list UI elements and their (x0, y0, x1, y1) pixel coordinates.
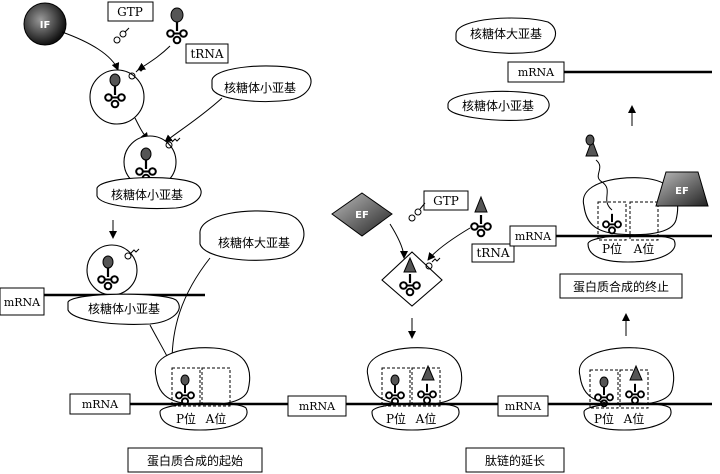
gtp-box-1: GTP (107, 1, 154, 22)
svg-text:核糖体小亚基: 核糖体小亚基 (462, 98, 534, 113)
arrow-ef-to-complex (389, 223, 408, 259)
svg-text:EF: EF (675, 186, 689, 197)
svg-text:核糖体大亚基: 核糖体大亚基 (218, 235, 290, 250)
arrow-trna-to-complex (137, 45, 171, 71)
svg-text:核糖体小亚基: 核糖体小亚基 (88, 301, 160, 316)
svg-text:核糖体大亚基: 核糖体大亚基 (470, 26, 542, 41)
p-site-label-3: P位 (594, 411, 614, 426)
gtp-box-2: GTP (423, 190, 469, 211)
arrow-large-to-ribosome (168, 257, 211, 363)
svg-text:GTP: GTP (117, 5, 143, 19)
mrna-label-box-6: mRNA (507, 61, 565, 83)
p-site-label-1: P位 (176, 411, 196, 426)
trna-label-box-2: tRNA (471, 243, 515, 263)
trna-free-2 (470, 195, 492, 238)
svg-text:核糖体小亚基: 核糖体小亚基 (224, 80, 296, 95)
a-site-label-4: A位 (633, 241, 655, 256)
mrna-label-box-3: mRNA (287, 395, 347, 417)
mrna-label-box-5: mRNA (509, 225, 557, 247)
small-subunit-blob-1: 核糖体小亚基 (211, 65, 312, 102)
trna-label-box-1: tRNA (185, 43, 229, 64)
small-subunit-blob-2: 核糖体小亚基 (96, 177, 202, 210)
if-factor: IF (23, 2, 67, 46)
ef-factor-2: EF (655, 171, 709, 207)
svg-text:核糖体小亚基: 核糖体小亚基 (111, 187, 183, 202)
trna-free-1 (166, 7, 188, 45)
p-site-label-4: P位 (602, 241, 622, 256)
ribosome-elongation: P位 A位 (366, 347, 463, 431)
svg-text:肽链的延长: 肽链的延长 (485, 453, 545, 468)
svg-text:蛋白质合成的起始: 蛋白质合成的起始 (147, 453, 243, 468)
ef-factor-1: EF (331, 192, 393, 237)
stage-label-termination: 蛋白质合成的终止 (559, 273, 683, 299)
svg-text:tRNA: tRNA (190, 47, 223, 61)
small-subunit-blob-3: 核糖体小亚基 (67, 293, 180, 325)
mrna-label-box-1: mRNA (0, 287, 45, 316)
svg-text:GTP: GTP (433, 194, 459, 208)
mrna-label-box-4: mRNA (497, 395, 549, 417)
stage-label-elongation: 肽链的延长 (465, 447, 565, 473)
ribosome-elongation-2: P位 A位 (578, 347, 675, 431)
a-site-label-3: A位 (623, 411, 645, 426)
svg-text:mRNA: mRNA (515, 230, 552, 243)
large-subunit-blob-1: 核糖体大亚基 (199, 210, 305, 261)
if-label: IF (40, 20, 51, 31)
arrow-if-to-complex (61, 31, 120, 71)
mrna-label-box-2: mRNA (69, 393, 131, 415)
initiation-complex-2 (123, 135, 181, 189)
arrow-trna-to-ef (427, 227, 471, 261)
svg-text:mRNA: mRNA (82, 398, 119, 411)
p-site-label-2: P位 (386, 411, 406, 426)
a-site-label-1: A位 (205, 411, 227, 426)
svg-text:mRNA: mRNA (518, 66, 555, 79)
large-subunit-free: 核糖体大亚基 (455, 17, 557, 54)
svg-text:mRNA: mRNA (299, 400, 336, 413)
initiation-complex-1 (89, 67, 145, 125)
arrow-subunit-join (164, 97, 223, 143)
svg-text:蛋白质合成的终止: 蛋白质合成的终止 (573, 279, 669, 294)
small-subunit-free: 核糖体小亚基 (447, 90, 550, 121)
a-site-label-2: A位 (415, 411, 437, 426)
stage-label-initiation: 蛋白质合成的起始 (127, 447, 263, 473)
svg-text:tRNA: tRNA (476, 246, 509, 260)
peptide-chain (595, 159, 613, 211)
initiation-complex-3 (86, 244, 140, 296)
gtp-molecule-1 (113, 27, 130, 44)
svg-text:mRNA: mRNA (505, 400, 542, 413)
released-peptide (585, 134, 599, 157)
svg-text:mRNA: mRNA (4, 296, 41, 309)
ribosome-initiation: P位 A位 (154, 347, 251, 431)
svg-text:EF: EF (355, 210, 369, 221)
ef-trna-complex (381, 251, 443, 307)
gtp-molecule-2 (408, 202, 426, 222)
